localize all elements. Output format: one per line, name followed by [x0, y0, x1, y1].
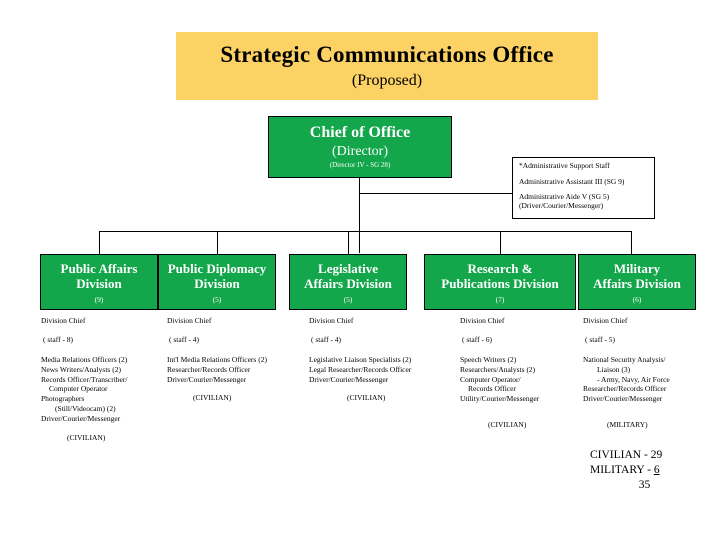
division-chief-label: Division Chief [460, 316, 505, 325]
division-name-line1: Legislative [318, 261, 378, 277]
connector-support-staff-horizontal [359, 193, 513, 194]
role-item: Driver/Courier/Messenger [167, 374, 247, 384]
support-staff-assistant: Administrative Assistant III (SG 9) [519, 176, 625, 186]
details-public-diplomacy-division: Division Chief ( staff - 4) Int'l Media … [167, 316, 317, 403]
page-title: Strategic Communications Office [220, 42, 554, 68]
division-headcount: (7) [495, 294, 505, 304]
chief-role: (Director) [332, 143, 388, 159]
civilian-total-label: CIVILIAN - [590, 449, 648, 461]
division-chief-label: Division Chief [41, 316, 86, 325]
role-item: Researcher/Records Officer [167, 364, 251, 374]
division-name-line1: Public Diplomacy [167, 261, 267, 277]
division-roles-list: Speech Writers (2) Researchers/Analysts … [460, 355, 610, 404]
chief-title: Chief of Office [309, 124, 411, 142]
division-name-line2: Division [194, 276, 240, 291]
civilian-total-row: CIVILIAN - 29 [590, 448, 662, 463]
military-total-value: 6 [653, 463, 660, 476]
division-personnel-category: (CIVILIAN) [67, 433, 106, 443]
division-chief-label: Division Chief [583, 316, 628, 325]
node-chief-of-office: Chief of Office (Director) (Director IV … [268, 116, 452, 178]
role-item: Media Relations Officers (2) [41, 354, 128, 364]
role-item: Driver/Courier/Messenger [309, 374, 389, 384]
division-staff-count: ( staff - 4) [311, 334, 342, 344]
role-item: Utility/Courier/Messenger [460, 394, 540, 404]
chart-title-banner: Strategic Communications Office (Propose… [176, 32, 598, 100]
details-research-publications-division: Division Chief ( staff - 6) Speech Write… [460, 316, 610, 430]
support-staff-aide-duty: (Driver/Courier/Messenger) [519, 200, 604, 210]
role-item: Researchers/Analysts (2) [460, 364, 536, 374]
role-item: National Security Analysis/ [583, 354, 666, 364]
connector-drop-public-affairs [99, 231, 100, 254]
role-item: News Writers/Analysts (2) [41, 364, 121, 374]
division-headcount: (5) [212, 294, 222, 304]
connector-drop-public-diplomacy [217, 231, 218, 254]
connector-drop-legislative-affairs [348, 231, 349, 254]
division-chief-label: Division Chief [167, 316, 212, 325]
page-subtitle: (Proposed) [351, 72, 423, 90]
role-item: Legislative Liaison Specialists (2) [309, 354, 412, 364]
connector-chief-vertical [359, 178, 360, 253]
connector-division-bus [99, 231, 631, 232]
details-public-affairs-division: Division Chief ( staff - 8) Media Relati… [41, 316, 191, 443]
role-item: Researcher/Records Officer [583, 384, 667, 394]
division-name-line2: Affairs Division [593, 276, 681, 291]
division-staff-count: ( staff - 4) [169, 334, 200, 344]
division-roles-list: National Security Analysis/ Liaison (3) … [583, 355, 720, 404]
division-roles-list: Legislative Liaison Specialists (2) Lega… [309, 355, 459, 385]
civilian-total-value: 29 [650, 449, 663, 461]
role-item: Int'l Media Relations Officers (2) [167, 354, 267, 364]
role-item: Driver/Courier/Messenger [41, 414, 121, 424]
division-headcount: (6) [632, 294, 642, 304]
support-staff-aide-title: Administrative Aide V (SG 5) [519, 192, 610, 202]
division-name-line2: Division [76, 276, 122, 291]
role-item: Photographers [41, 394, 85, 404]
division-name-line1: Research & [467, 261, 533, 277]
grand-total-value: 35 [638, 478, 651, 491]
division-name-line2: Affairs Division [304, 276, 392, 291]
support-staff-heading: *Administrative Support Staff [519, 161, 610, 170]
role-item: Legal Researcher/Records Officer [309, 364, 412, 374]
role-item: Computer Operator/ [460, 374, 521, 384]
connector-drop-research-publications [500, 231, 501, 254]
node-administrative-support-staff: *Administrative Support Staff Administra… [512, 157, 655, 219]
division-personnel-category: (CIVILIAN) [488, 420, 527, 430]
role-item: Records Officer/Transcriber/ [41, 374, 128, 384]
division-headcount: (5) [343, 294, 353, 304]
role-item: Records Officer [468, 384, 516, 394]
division-chief-label: Division Chief [309, 316, 354, 325]
division-roles-list: Int'l Media Relations Officers (2) Resea… [167, 355, 317, 385]
role-item: Speech Writers (2) [460, 354, 517, 364]
role-item: Computer Operator [49, 384, 108, 394]
division-headcount: (9) [94, 294, 104, 304]
role-item: Driver/Courier/Messenger [583, 394, 663, 404]
division-name-line1: Military [613, 261, 661, 277]
node-public-affairs-division: Public Affairs Division (9) [40, 254, 158, 310]
division-name-line2: Publications Division [441, 276, 559, 291]
role-item: (Still/Videocam) (2) [55, 404, 116, 414]
node-research-publications-division: Research & Publications Division (7) [424, 254, 576, 310]
node-public-diplomacy-division: Public Diplomacy Division (5) [158, 254, 276, 310]
military-total-row: MILITARY - 6 [590, 463, 662, 478]
military-total-label: MILITARY - [590, 463, 651, 476]
division-staff-count: ( staff - 5) [585, 334, 616, 344]
division-staff-count: ( staff - 8) [43, 334, 74, 344]
connector-drop-military-affairs [631, 231, 632, 254]
personnel-totals: CIVILIAN - 29 MILITARY - 6 35 [590, 448, 662, 493]
role-item: - Army, Navy, Air Force [597, 374, 670, 384]
support-staff-aide: Administrative Aide V (SG 5) (Driver/Cou… [519, 192, 649, 210]
details-military-affairs-division: Division Chief ( staff - 5) National Sec… [583, 316, 720, 430]
role-item: Liaison (3) [597, 364, 631, 374]
node-military-affairs-division: Military Affairs Division (6) [578, 254, 696, 310]
division-name-line1: Public Affairs [60, 261, 138, 277]
division-personnel-category: (MILITARY) [607, 420, 648, 430]
division-personnel-category: (CIVILIAN) [347, 393, 386, 403]
node-legislative-affairs-division: Legislative Affairs Division (5) [289, 254, 407, 310]
details-legislative-affairs-division: Division Chief ( staff - 4) Legislative … [309, 316, 459, 403]
division-staff-count: ( staff - 6) [462, 334, 493, 344]
chief-rank: (Director IV - SG 28) [329, 161, 391, 170]
division-personnel-category: (CIVILIAN) [193, 393, 232, 403]
division-roles-list: Media Relations Officers (2) News Writer… [41, 355, 191, 424]
